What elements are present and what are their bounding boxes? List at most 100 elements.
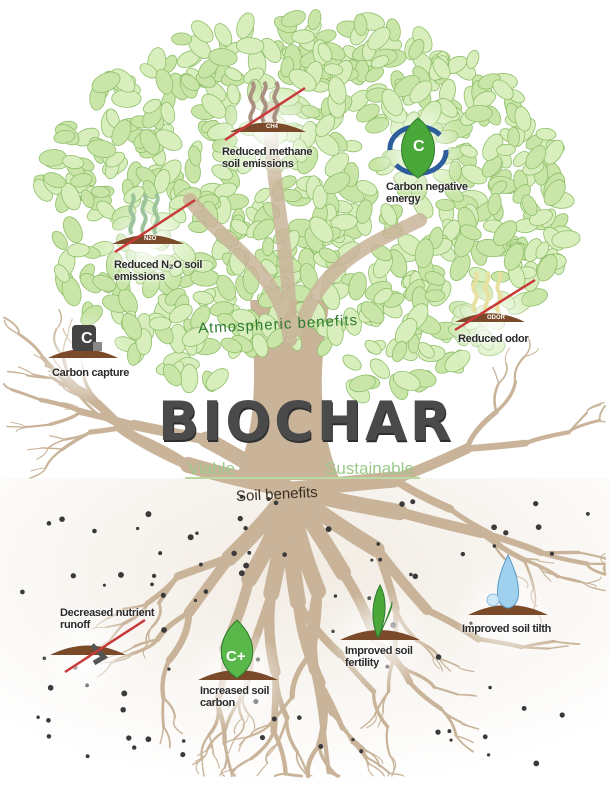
soil-particle [370,558,374,562]
soil-particle [410,499,416,505]
soil-particle [161,627,167,633]
leaf [252,218,275,241]
soil-particle [126,735,132,741]
leaf [353,13,368,36]
soil-particle [160,592,166,598]
root [455,734,474,744]
root [3,316,20,336]
water-drop-icon [496,553,520,609]
soil-particle [121,690,128,697]
soil-particle [203,589,209,594]
soil-particle [378,557,383,562]
smoke-icon [248,80,256,124]
root [156,574,180,605]
soil-particle [239,494,244,499]
cross-out-icon [114,198,196,254]
root [265,743,278,759]
benefit-label: soil emissions [222,158,294,170]
benefit-label: Improved soil [345,645,413,657]
soil-particle [491,524,497,531]
soil-particle [559,712,565,718]
leaf [356,199,373,225]
root [327,770,341,778]
root [389,443,473,485]
soil-particle [449,738,453,742]
benefit-carbon-capture: Carbon capture [52,367,129,379]
soil-particle [150,582,154,587]
root [226,736,248,743]
benefit-label: Decreased nutrient [60,607,155,619]
root [161,696,166,729]
root [147,625,154,642]
smoke-icon [152,192,160,236]
root [601,571,606,576]
leaf [312,184,328,210]
root [268,695,294,727]
benefit-reduced-n2o: Reduced N₂O soil emissions [114,259,202,283]
carbon-capture-badge: C [81,330,93,347]
soil-particle [145,736,152,743]
root [330,711,354,745]
leaf [326,318,344,346]
root [5,425,27,428]
leaf [328,76,347,105]
root [438,657,460,668]
root [10,388,43,402]
soil-particle [46,734,52,739]
leaf [472,90,496,109]
leaf-icon [220,619,254,679]
benefit-decreased-runoff: Decreased nutrient runoff [60,607,155,631]
root [201,758,205,777]
root [584,582,606,592]
bubble-icon [486,593,500,607]
root [540,568,552,582]
soil-particle [151,573,157,579]
leaf [190,305,211,330]
leaf [525,145,547,170]
root [44,448,64,469]
n2o-badge: N2O [144,236,157,242]
leaf [91,71,121,93]
soil-particle [521,705,527,711]
root [523,348,539,358]
soil-particle [20,589,25,595]
leaf [323,172,351,195]
leaf [192,291,214,305]
leaf-icon [401,117,435,179]
smoke-icon [140,192,148,236]
root [87,422,137,435]
benefit-label: runoff [60,619,90,631]
root [165,609,193,664]
leaf [260,37,282,63]
root [493,382,500,414]
leaf [155,68,174,95]
root [567,411,588,434]
leaf [424,271,446,286]
root [458,666,475,673]
soil-particle [117,571,124,578]
leaf [356,103,380,123]
leaf [236,12,255,39]
root [388,754,395,777]
leaf [370,55,390,69]
leaf [466,49,480,69]
leaf [162,363,183,387]
leaf [53,264,70,283]
benefit-carbon-negative-energy: Carbon negative energy [386,181,468,205]
leaf [323,63,344,76]
leaf [460,164,488,185]
soil-particle [243,525,248,531]
smoke-icon [483,270,491,314]
leaf [169,303,193,324]
leaf [492,79,514,100]
benefit-improved-fertility: Improved soil fertility [345,645,413,669]
leaf [262,236,274,257]
root [41,447,64,451]
root [432,655,443,672]
root [377,711,384,728]
leaf [429,226,444,250]
root [6,370,28,377]
leaf [364,339,382,355]
root [212,753,220,769]
root [463,439,530,453]
